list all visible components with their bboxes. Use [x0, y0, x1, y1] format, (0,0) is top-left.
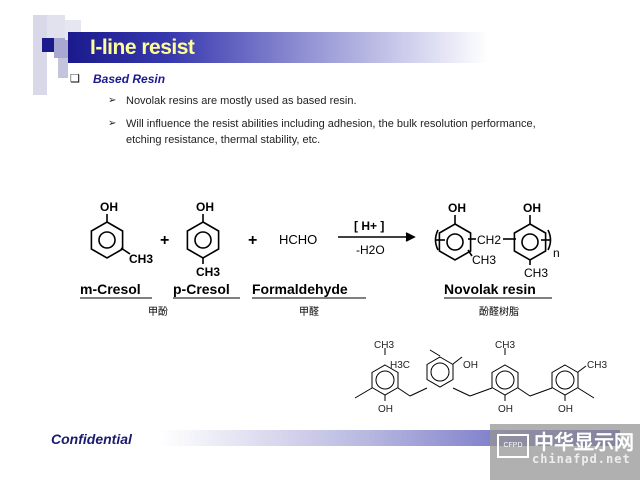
aromatic-circle: [521, 233, 539, 251]
footer-confidential: Confidential: [51, 431, 132, 447]
watermark-url: chinafpd.net: [532, 452, 631, 466]
decor-square: [54, 38, 68, 58]
benzene-ring: [513, 223, 547, 261]
oh-label: OH: [196, 200, 214, 214]
label-m-cresol: m-Cresol: [80, 281, 141, 297]
plus-sign: +: [248, 232, 257, 249]
label-novolak-resin: Novolak resin: [444, 281, 536, 297]
watermark-name: 中华显示网: [534, 432, 634, 454]
slide-title: I-line resist: [90, 36, 195, 59]
watermark: [490, 424, 640, 480]
byproduct-label: -H2O: [356, 243, 385, 257]
oh-label: OH: [100, 200, 118, 214]
ch2-label: CH2: [477, 233, 501, 247]
bullet-point: Will influence the resist abilities incl…: [126, 118, 536, 130]
bullet-point: etching resistance, thermal stability, e…: [126, 134, 321, 146]
label-formaldehyde: Formaldehyde: [252, 281, 348, 297]
aromatic-circle: [194, 231, 212, 249]
oh-label: OH: [523, 201, 541, 215]
benzene-ring: [426, 356, 454, 388]
benzene-ring: [90, 221, 124, 259]
arrow-bullet-icon: ➢: [108, 95, 117, 106]
decor-square: [42, 38, 54, 52]
ch3-label: CH3: [472, 253, 496, 267]
oh-label: OH: [448, 201, 466, 215]
cn-label-cresol: 甲酚: [148, 306, 168, 318]
ch3-label: CH3: [129, 252, 153, 266]
repeat-n-label: n: [553, 246, 560, 260]
catalyst-label: [ H+ ]: [354, 219, 384, 233]
ch3-label: CH3: [587, 360, 607, 371]
arrow-bullet-icon: ➢: [108, 118, 117, 129]
oh-label: OH: [498, 404, 513, 415]
watermark-logo: CFPD: [497, 434, 529, 458]
label-p-cresol: p-Cresol: [173, 281, 230, 297]
cn-label-formaldehyde: 甲醛: [299, 305, 319, 318]
aromatic-circle: [430, 362, 450, 382]
hcho-label: HCHO: [279, 232, 317, 247]
ch3-label: CH3: [524, 266, 548, 280]
aromatic-circle: [98, 231, 116, 249]
ch3-label: CH3: [495, 340, 515, 351]
aromatic-circle: [555, 370, 575, 390]
square-bullet-icon: ❑: [70, 73, 80, 85]
aromatic-circle: [446, 233, 464, 251]
h3c-label: H3C: [390, 360, 410, 371]
ch3-label: CH3: [196, 265, 220, 279]
ch3-label: CH3: [374, 340, 394, 351]
aromatic-circle: [495, 370, 515, 390]
oh-label: OH: [378, 404, 393, 415]
benzene-ring: [186, 221, 220, 259]
decor-square: [58, 58, 68, 78]
cn-label-resin: 酚醛树脂: [479, 305, 519, 318]
benzene-ring: [438, 223, 472, 261]
aromatic-circle: [375, 370, 395, 390]
section-title: Based Resin: [93, 72, 166, 86]
decor-square: [33, 15, 47, 95]
title-bar: [68, 32, 488, 63]
bullet-point: Novolak resins are mostly used as based …: [126, 95, 357, 107]
decor-square: [47, 15, 65, 40]
oh-label: OH: [558, 404, 573, 415]
oh-label: OH: [463, 360, 478, 371]
plus-sign: +: [160, 232, 169, 249]
